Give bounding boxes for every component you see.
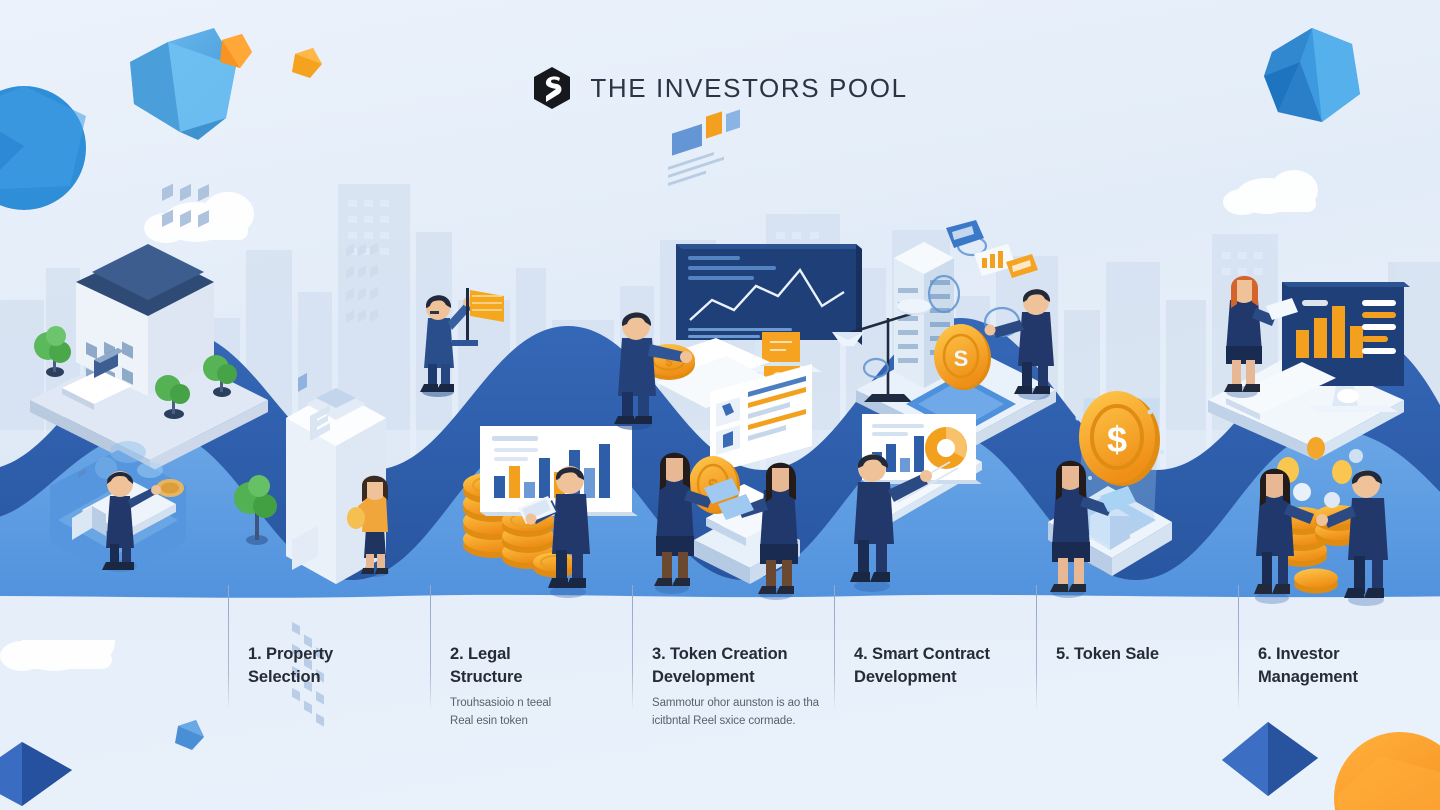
scene-legal-structure bbox=[234, 242, 638, 727]
tree-icon bbox=[203, 355, 237, 397]
svg-text:$: $ bbox=[1107, 419, 1127, 460]
polyhedron-blue-right bbox=[1264, 28, 1360, 122]
scene-token-creation: $ bbox=[420, 109, 862, 600]
step-title: 3. Token Creation Development bbox=[652, 645, 788, 687]
step-item-token-sale[interactable]: 5. Token Sale bbox=[1036, 585, 1232, 810]
step-title: 5. Token Sale bbox=[1056, 645, 1159, 663]
polyhedron-large-light-blue bbox=[130, 28, 236, 140]
gold-coin-dollar: S bbox=[934, 324, 991, 390]
person-analyst-upper bbox=[614, 312, 692, 430]
scene-investor-management bbox=[1208, 276, 1410, 606]
developer-workstation bbox=[850, 414, 982, 592]
tree-icon bbox=[34, 326, 71, 377]
person-woman-left bbox=[654, 452, 740, 594]
step-item-smart-contract[interactable]: 4. Smart Contract Development bbox=[834, 585, 1030, 810]
person-analyst bbox=[102, 471, 161, 572]
tree-icon bbox=[234, 475, 277, 545]
pentagon-blue-bottom-left bbox=[175, 720, 204, 750]
pentagon-orange-small bbox=[220, 34, 252, 68]
step-divider bbox=[632, 585, 633, 711]
line-chart-monitor bbox=[676, 244, 862, 372]
dashboard-monitor bbox=[1282, 282, 1410, 412]
cloud-top-left bbox=[144, 192, 254, 243]
token-sale-pedestal: $ bbox=[1048, 391, 1172, 576]
octahedron-navy-bottom-right bbox=[1222, 722, 1318, 796]
person-investor-right bbox=[1316, 470, 1388, 606]
step-title: 4. Smart Contract Development bbox=[854, 645, 990, 687]
orange-card bbox=[762, 332, 800, 362]
step-divider bbox=[430, 585, 431, 711]
svg-text:S: S bbox=[954, 346, 969, 371]
person-woman-right bbox=[718, 462, 798, 600]
step-divider bbox=[1036, 585, 1037, 711]
brand-title: THE INVESTORS POOL bbox=[590, 72, 908, 103]
step-title: 2. Legal Structure bbox=[450, 645, 523, 687]
person-investor-left bbox=[1254, 468, 1314, 604]
steps-legend: 1. Property Selection 2. Legal Structure… bbox=[0, 585, 1440, 810]
person-businesswoman bbox=[347, 475, 389, 577]
step-subtitle: Sammotur ohor aunston is ao tha icitbnta… bbox=[652, 697, 819, 727]
sphere-blue-left bbox=[0, 86, 86, 210]
person-developer bbox=[850, 454, 932, 592]
svg-text:$: $ bbox=[665, 354, 673, 369]
info-card-panel bbox=[710, 364, 812, 474]
gold-coin-giant: $ bbox=[1079, 391, 1160, 486]
step-divider bbox=[834, 585, 835, 711]
person-woman-redhead bbox=[1224, 276, 1298, 398]
donut-chart bbox=[925, 427, 967, 469]
step-item-property-selection[interactable]: 1. Property Selection bbox=[228, 585, 424, 810]
step-item-investor-management[interactable]: 6. Investor Management bbox=[1238, 585, 1434, 810]
step-divider bbox=[1238, 585, 1239, 711]
scene-smart-contract: S bbox=[832, 220, 1056, 592]
step-title: 6. Investor Management bbox=[1258, 645, 1358, 687]
hexagon-s-logo-icon bbox=[534, 67, 571, 109]
step-item-legal-structure[interactable]: 2. Legal Structure Trouhsasioio n teeal … bbox=[430, 585, 626, 810]
tree-icon bbox=[155, 375, 190, 419]
brand-header: THE INVESTORS POOL bbox=[0, 66, 1440, 110]
cloud-top-right bbox=[1223, 170, 1318, 215]
sphere-orange-bottom-right bbox=[1334, 732, 1440, 810]
step-divider bbox=[228, 585, 229, 711]
step-item-token-creation[interactable]: 3. Token Creation Development Sammotur o… bbox=[632, 585, 828, 810]
scene-token-sale: $ bbox=[1048, 391, 1172, 598]
person-woman-tablet bbox=[1050, 460, 1136, 598]
person-with-tablet bbox=[518, 466, 590, 598]
scene-property-selection bbox=[30, 183, 268, 578]
octahedron-navy-bottom-left bbox=[0, 742, 72, 806]
person-man-upper bbox=[984, 289, 1054, 400]
bar-chart-screen bbox=[480, 426, 638, 516]
pentagon-orange-tiny bbox=[292, 48, 322, 78]
step-subtitle: Trouhsasioio n teeal Real esin token bbox=[450, 697, 552, 727]
step-title: 1. Property Selection bbox=[248, 645, 334, 687]
person-with-flag bbox=[420, 288, 504, 397]
